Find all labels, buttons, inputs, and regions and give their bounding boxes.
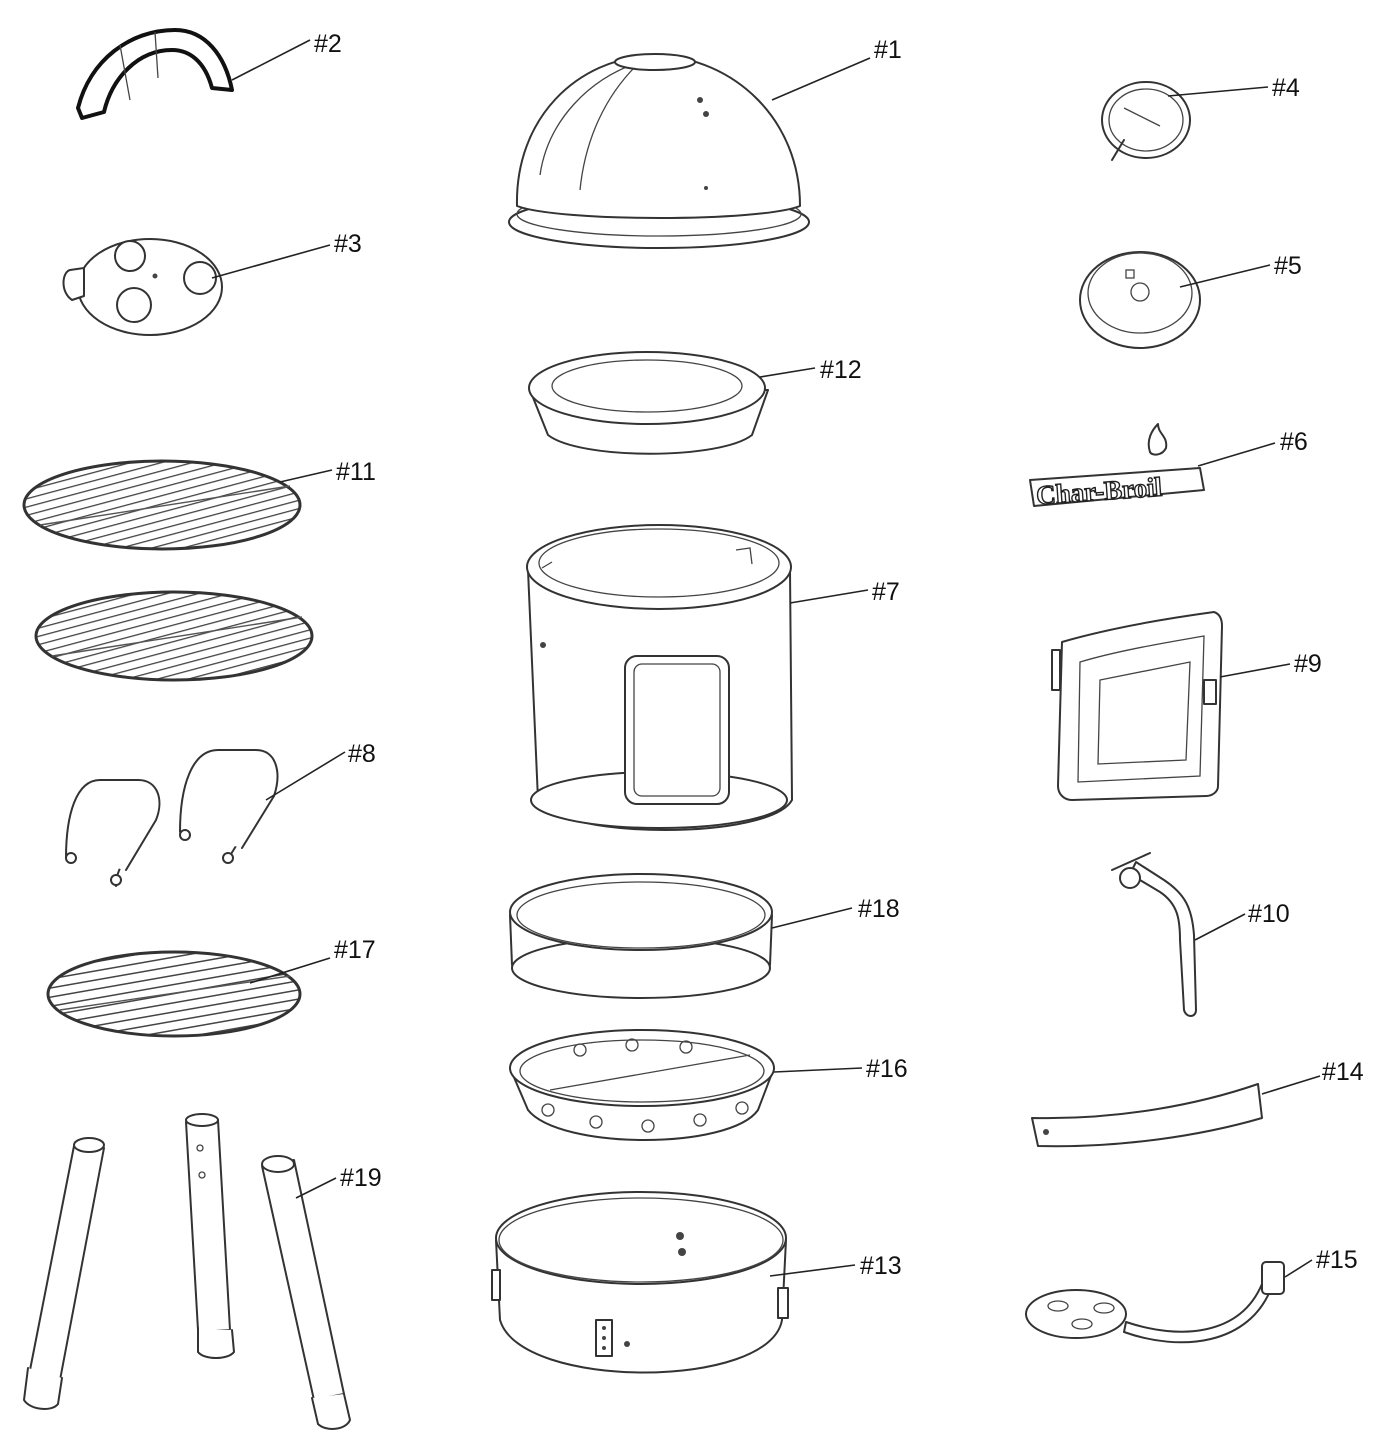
label-part-14: #14 xyxy=(1322,1058,1364,1086)
label-part-17: #17 xyxy=(334,936,376,964)
label-part-7: #7 xyxy=(872,578,900,606)
part-17-charcoal-grate xyxy=(46,950,302,1038)
part-5-gauge-cap xyxy=(1079,251,1201,349)
part-4-thermometer xyxy=(1101,81,1191,161)
part-labels: #2 #1 #3 #12 #11 #7 #8 #18 #17 #16 #19 #… xyxy=(314,30,1364,1280)
label-part-1: #1 xyxy=(874,36,902,64)
label-part-10: #10 xyxy=(1248,900,1290,928)
part-10-smoke-stack xyxy=(1111,852,1197,1017)
part-19-legs xyxy=(23,1113,351,1430)
part-6-logo-badge: Char-Broil xyxy=(1029,423,1205,511)
label-part-8: #8 xyxy=(348,740,376,768)
label-part-3: #3 xyxy=(334,230,362,258)
label-part-18: #18 xyxy=(858,895,900,923)
label-part-4: #4 xyxy=(1272,74,1300,102)
part-1-dome-lid xyxy=(508,53,810,249)
label-part-13: #13 xyxy=(860,1252,902,1280)
part-7-smoker-body xyxy=(526,524,793,831)
part-3-damper-plate xyxy=(62,238,223,336)
part-16-charcoal-pan xyxy=(509,1029,775,1141)
part-18-charcoal-ring xyxy=(509,873,773,999)
label-part-12: #12 xyxy=(820,356,862,384)
part-14-heat-shield xyxy=(1031,1083,1263,1148)
label-part-15: #15 xyxy=(1316,1246,1358,1274)
part-13-charcoal-bowl xyxy=(491,1191,789,1374)
part-8-side-handles xyxy=(65,749,279,887)
part-11-cooking-grates xyxy=(22,459,314,682)
label-part-16: #16 xyxy=(866,1055,908,1083)
label-part-5: #5 xyxy=(1274,252,1302,280)
label-part-6: #6 xyxy=(1280,428,1308,456)
label-part-11: #11 xyxy=(336,458,376,486)
leader-lines xyxy=(211,39,1321,1278)
part-12-water-pan xyxy=(528,351,769,455)
label-part-9: #9 xyxy=(1294,650,1322,678)
part-9-access-door xyxy=(1051,611,1223,801)
label-part-19: #19 xyxy=(340,1164,382,1192)
part-15-ash-damper xyxy=(1025,1261,1285,1344)
label-part-2: #2 xyxy=(314,30,342,58)
part-2-lid-handle xyxy=(76,28,234,120)
